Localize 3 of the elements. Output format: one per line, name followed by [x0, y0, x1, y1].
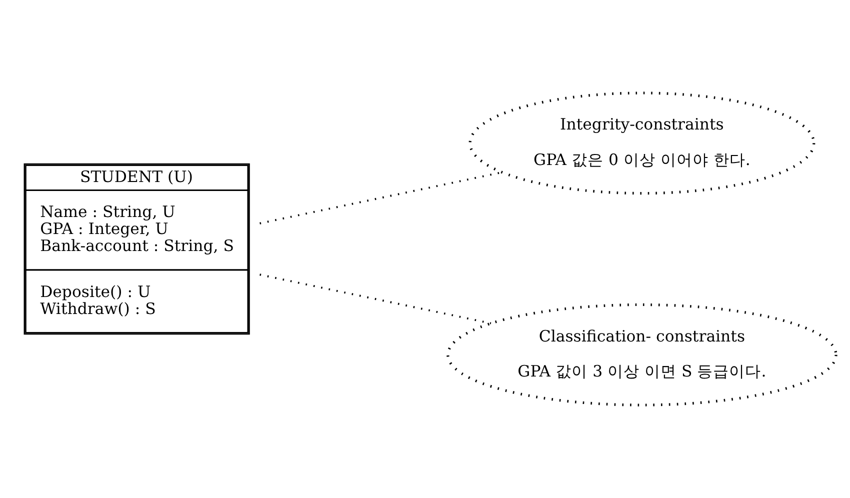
node-ellipse: Classification- constraints GPA 값이 3 이상 이면 S 등급이다.	[446, 303, 838, 406]
connector	[260, 274, 492, 324]
node-ellipse: Integrity-constraints GPA 값은 0 이상 이어야 한다.	[468, 92, 816, 195]
